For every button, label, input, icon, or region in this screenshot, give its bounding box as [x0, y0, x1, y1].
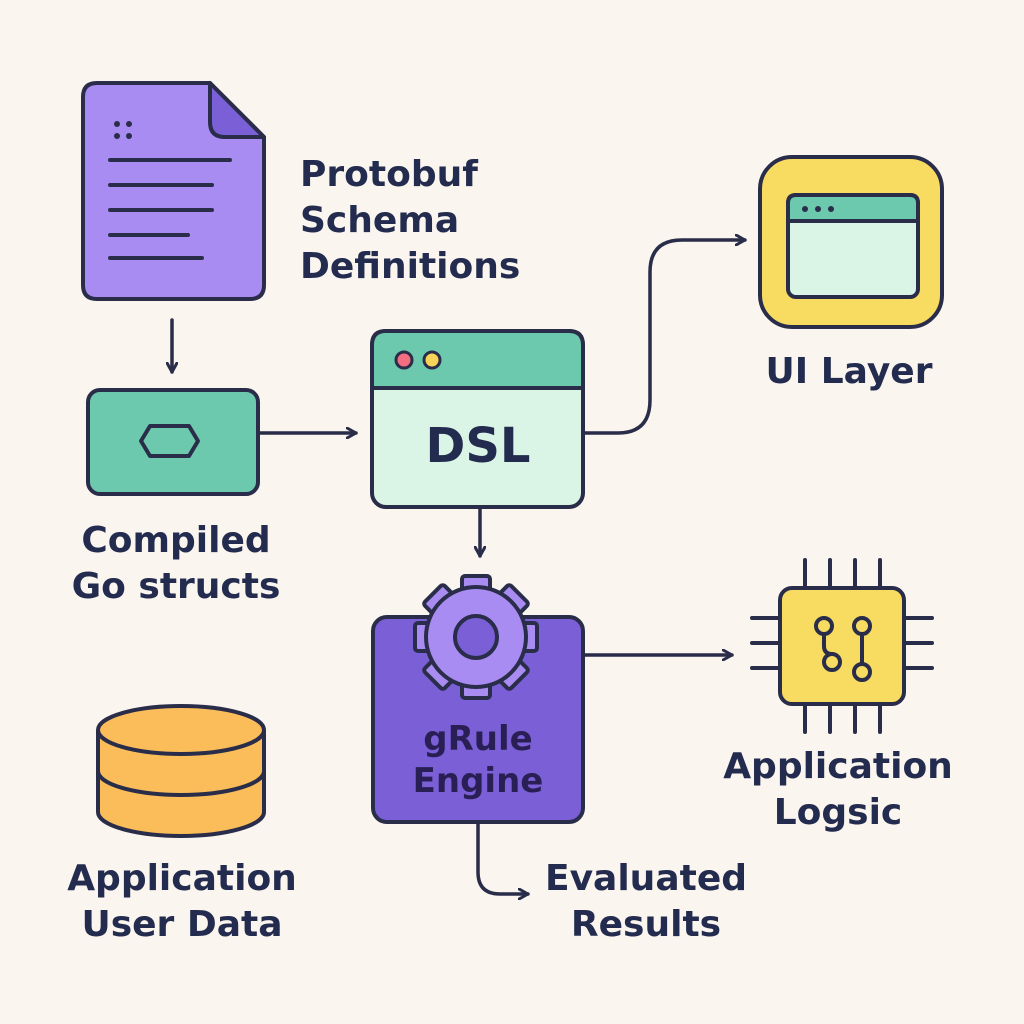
document-icon: [81, 81, 266, 301]
gear-icon: [413, 574, 539, 700]
hexagon-code-icon: [139, 424, 200, 458]
chip-icon: [750, 558, 934, 734]
app-window-icon: [758, 155, 944, 329]
user-data-label: Application User Data: [67, 858, 297, 945]
results-label: Evaluated Results: [544, 858, 748, 945]
go-structs-box: [86, 388, 260, 496]
protobuf-label: Protobuf Schema Definitions: [300, 154, 521, 287]
dsl-label: DSL: [425, 418, 531, 474]
grule-engine-box: [371, 574, 585, 824]
grule-engine-label: gRule Engine: [412, 719, 544, 801]
database-icon: [96, 704, 266, 838]
ui-layer-label: UI Layer: [765, 351, 933, 392]
go-structs-label: Compiled Go structs: [71, 520, 281, 607]
browser-window-icon: [370, 329, 585, 509]
app-logic-label: Application Logsic: [723, 746, 953, 833]
edge-dsl-to-ui-layer: [583, 240, 747, 435]
edge-grule-engine-to-results: [476, 820, 530, 894]
